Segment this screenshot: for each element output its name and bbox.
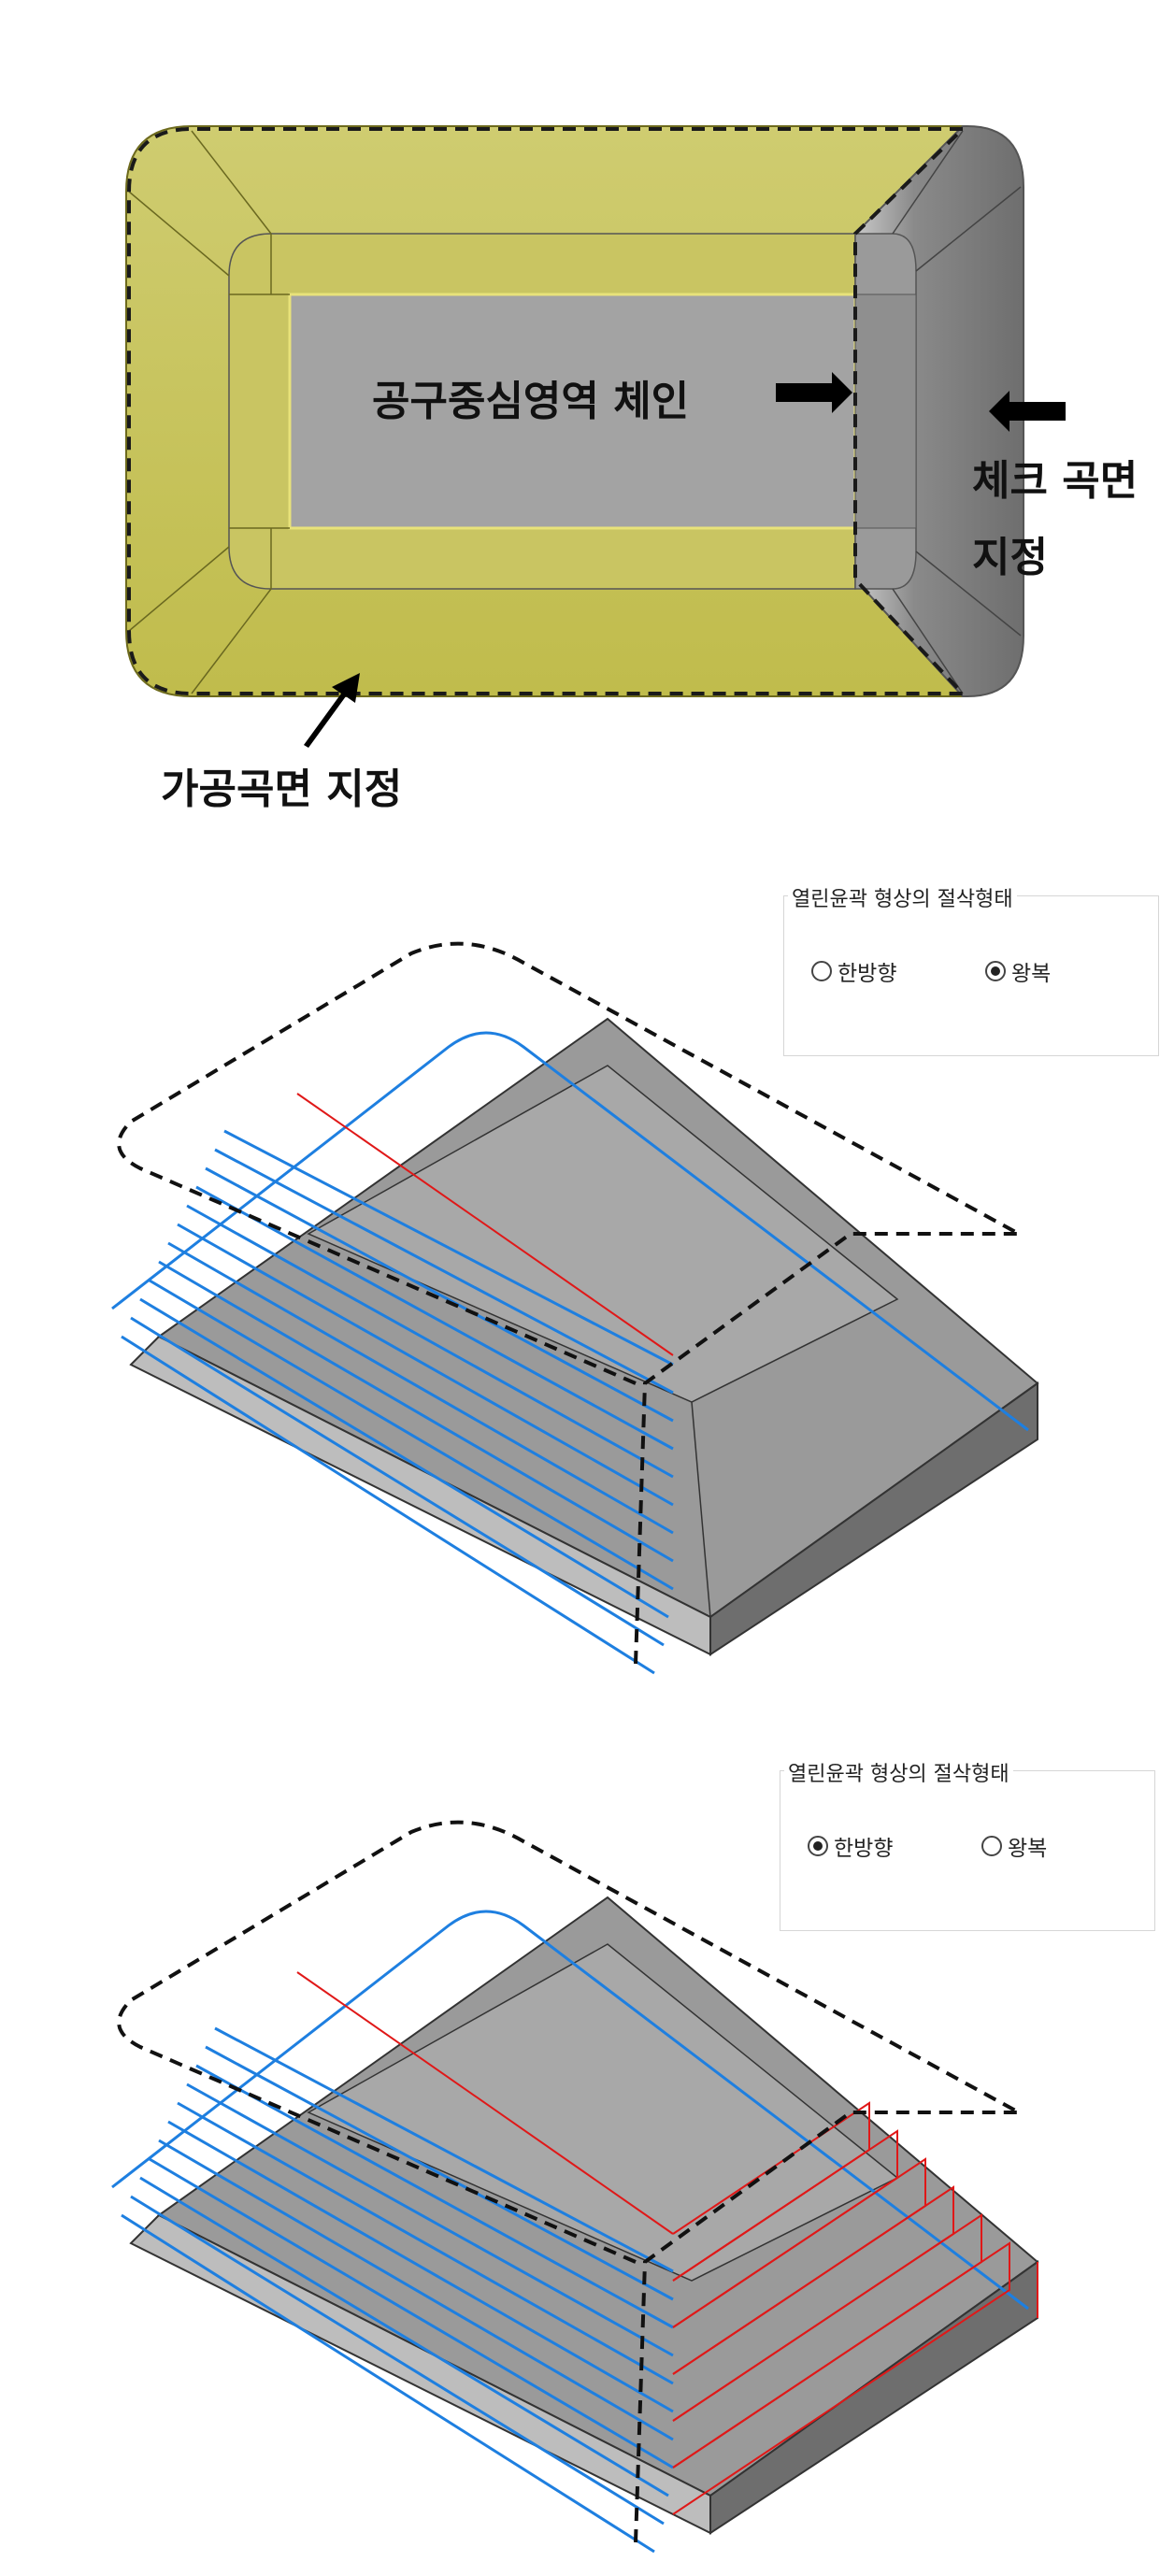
toolpath-blue [111, 1031, 1029, 1675]
arrow-up-icon [304, 673, 360, 748]
iso-view-one-way [111, 1820, 1039, 2554]
radio-label: 한방향 [834, 1837, 894, 1861]
tool-center-chain-label: 공구중심영역 체인 [372, 378, 690, 425]
radio-one-way-2[interactable]: 한방향 [808, 1830, 893, 1862]
radio-one-way-1[interactable]: 한방향 [811, 955, 896, 987]
radio-label: 왕복 [1011, 962, 1052, 986]
cut-type-group-2 [780, 1770, 1155, 1931]
toolpath-blue [111, 1910, 1029, 2554]
arrow-right-icon [776, 372, 852, 413]
pocket-floor [288, 293, 857, 530]
arrow-left-icon [989, 391, 1066, 432]
pocket-body [129, 1017, 1039, 1656]
link-path-red [296, 1093, 674, 1356]
pocket-body [129, 1896, 1039, 2535]
radio-zigzag-2[interactable]: 왕복 [981, 1830, 1047, 1862]
radio-selected-icon [808, 1836, 828, 1856]
radio-selected-icon [985, 961, 1006, 981]
cut-type-group-title-1: 열린윤곽 형상의 절삭형태 [788, 882, 1017, 912]
chain-dashed [117, 1820, 1020, 2543]
radio-label: 한방향 [838, 962, 897, 986]
tool-center-chain [127, 127, 967, 695]
check-surface-label-line1: 체크 곡면 [972, 457, 1138, 505]
cut-type-group-title-2: 열린윤곽 형상의 절삭형태 [784, 1757, 1013, 1787]
chain-dashed [117, 941, 1020, 1665]
radio-zigzag-1[interactable]: 왕복 [985, 955, 1051, 987]
machining-surface-label: 가공곡면 지정 [161, 766, 403, 813]
check-surface-label-line2: 지정 [972, 534, 1048, 581]
radio-unselected-icon [981, 1836, 1002, 1856]
cut-type-group-1 [783, 895, 1159, 1056]
radio-unselected-icon [811, 961, 832, 981]
iso-view-zigzag [111, 941, 1039, 1675]
top-view-diagram [125, 125, 1066, 748]
radio-label: 왕복 [1008, 1837, 1048, 1861]
